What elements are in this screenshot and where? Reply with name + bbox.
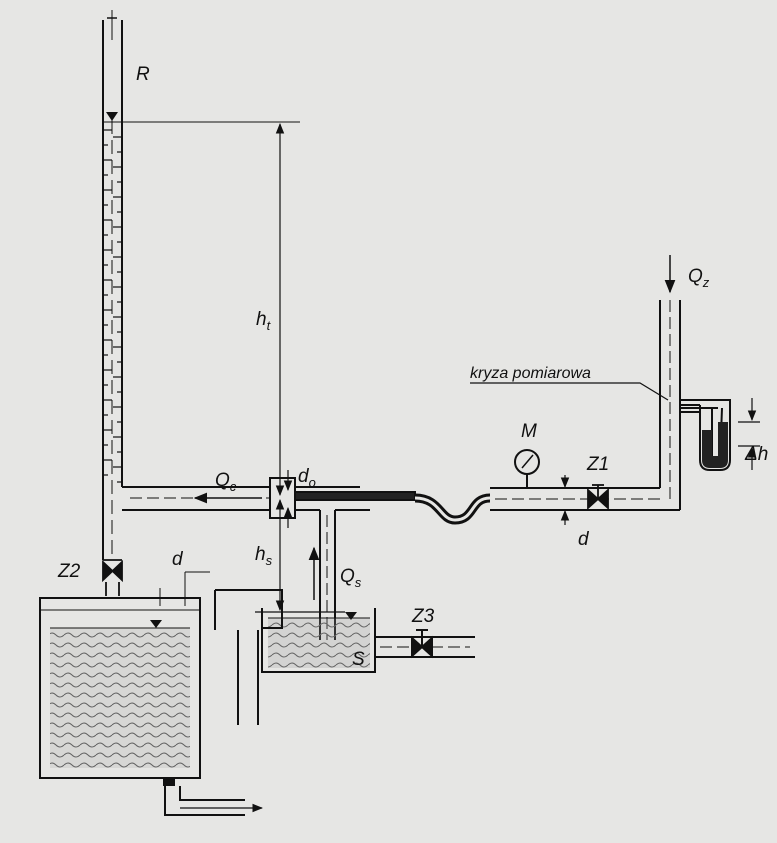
label-S: S [352,649,365,670]
label-Qz: Qz [688,266,710,290]
tank-S [261,608,376,673]
label-d-left: d [172,549,184,570]
label-d-right: d [578,529,590,550]
label-R: R [136,64,150,85]
water-level-R [103,112,300,123]
label-Z3: Z3 [411,606,435,627]
nozzle-block [269,477,416,519]
outlet-pipe-Z3 [375,629,475,659]
label-hs: hs [255,544,273,568]
manometer-M [514,449,540,488]
label-Z2: Z2 [57,561,81,582]
u-tube-manometer [680,399,731,471]
measuring-tank [39,571,264,816]
orifice-leader-line [470,382,669,401]
label-ht: ht [256,309,272,333]
label-Z1: Z1 [586,454,609,475]
label-Qs: Qs [340,566,362,590]
valve-Z2 [102,559,123,596]
label-Qc: Qc [215,470,237,494]
label-orifice: kryza pomiarowa [470,365,591,382]
standpipe-R [102,10,123,560]
standpipe-scale [103,129,122,483]
label-M: M [521,421,537,442]
label-delta-h: Δh [744,444,768,465]
label-do: do [298,466,316,490]
supply-pipe [490,300,681,511]
delta-h-dimension [738,398,760,470]
overflow-drain [214,589,283,725]
valve-Z1 [587,484,609,511]
hs-dimension [255,498,345,613]
